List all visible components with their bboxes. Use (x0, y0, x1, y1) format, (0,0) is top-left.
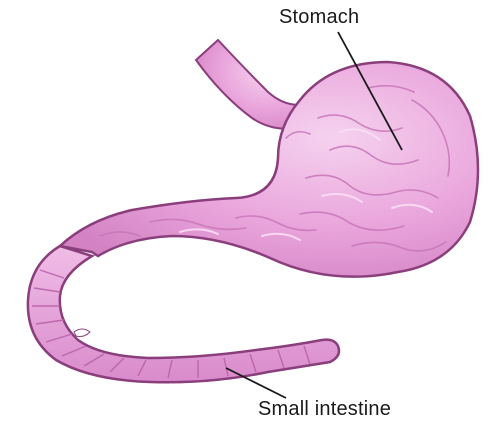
intestine-ridges (32, 269, 311, 379)
intestine-leader-line (225, 367, 287, 399)
stomach-folds (99, 84, 451, 252)
intestine-detail (73, 328, 91, 337)
stomach-leader-line (337, 31, 403, 151)
small-intestine (26, 244, 341, 384)
small-intestine-label: Small intestine (258, 398, 392, 420)
stomach-label: Stomach (279, 6, 360, 28)
stomach-highlights (179, 128, 433, 241)
stomach-body (57, 60, 480, 278)
